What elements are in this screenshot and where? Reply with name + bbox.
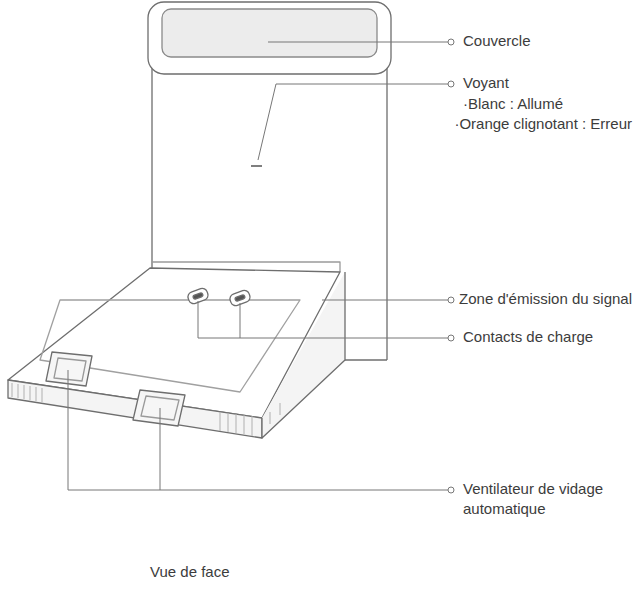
state-note: ·Blanc : Allumé xyxy=(463,94,563,114)
evacuation-fan xyxy=(46,352,92,386)
state-note: ·Orange clignotant : Erreur xyxy=(454,114,632,134)
base-front xyxy=(8,380,262,438)
lid xyxy=(148,2,391,74)
lid-top xyxy=(162,9,377,57)
leader-lines xyxy=(68,42,448,490)
part-label: Zone d'émission du signal xyxy=(459,289,632,309)
part-label: Couvercle xyxy=(463,31,531,51)
part-label: Contacts de charge xyxy=(463,327,593,347)
caption: Vue de face xyxy=(150,562,230,582)
evacuation-fan xyxy=(133,390,185,426)
part-label: Voyant xyxy=(463,73,509,93)
rim-hatching xyxy=(12,383,280,436)
leader-ends xyxy=(448,39,454,493)
indicator xyxy=(251,165,262,167)
part-label: Ventilateur de vidage automatique xyxy=(463,479,628,519)
